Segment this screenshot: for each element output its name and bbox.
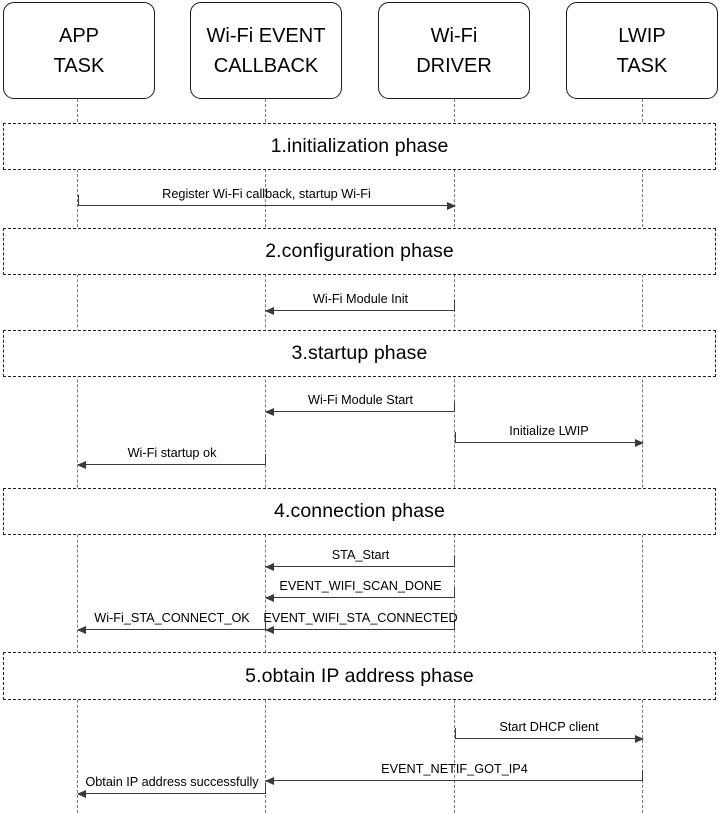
- arrowhead-right-icon: [635, 734, 644, 743]
- arrowhead-left-icon: [77, 460, 86, 469]
- message-source-tick: [641, 770, 643, 781]
- participant-name-line1-driver: Wi-Fi: [430, 24, 478, 47]
- participant-name-line1-app: APP: [58, 24, 100, 47]
- message-arrow-m8: [265, 619, 455, 634]
- message-label-m9: Wi-Fi_STA_CONNECT_OK: [94, 611, 250, 625]
- arrowhead-left-icon: [77, 625, 86, 634]
- message-label-m4: Initialize LWIP: [509, 424, 589, 438]
- message-source-tick: [453, 556, 455, 567]
- participant-name-line2-lwip: TASK: [616, 54, 668, 77]
- message-arrow-m6: [265, 556, 455, 571]
- phase-band-5: 5.obtain IP address phase: [3, 652, 716, 700]
- message-source-tick: [264, 619, 266, 630]
- message-source-tick: [453, 619, 455, 630]
- arrowhead-left-icon: [77, 789, 86, 798]
- arrowhead-left-icon: [265, 776, 274, 785]
- phase-label-3: 3.startup phase: [291, 342, 428, 364]
- message-label-m2: Wi-Fi Module Init: [312, 292, 409, 306]
- message-source-tick: [453, 300, 455, 311]
- message-arrow-m1: [78, 195, 456, 210]
- participant-box-app[interactable]: APP TASK: [3, 2, 155, 99]
- phase-band-4: 4.connection phase: [3, 488, 716, 535]
- lifeline-app: [77, 99, 79, 813]
- participant-name-line1-lwip: LWIP: [618, 24, 666, 47]
- participant-name-line1-callback: Wi-Fi EVENT: [206, 24, 326, 47]
- arrowhead-left-icon: [265, 625, 274, 634]
- message-label-m5: Wi-Fi startup ok: [127, 446, 217, 460]
- arrowhead-right-icon: [447, 201, 456, 210]
- message-label-m11: EVENT_NETIF_GOT_IP4: [381, 762, 528, 776]
- message-source-tick: [455, 728, 456, 739]
- message-label-m1: Register Wi-Fi callback, startup Wi-Fi: [162, 187, 371, 201]
- message-source-tick: [264, 454, 266, 465]
- participant-name-line2-app: TASK: [53, 54, 105, 77]
- participant-box-callback[interactable]: Wi-Fi EVENT CALLBACK: [190, 2, 342, 99]
- participant-box-lwip[interactable]: LWIP TASK: [566, 2, 718, 99]
- message-source-tick: [264, 783, 266, 794]
- message-source-tick: [455, 432, 456, 443]
- message-arrow-m10: [455, 728, 644, 743]
- message-arrow-m11: [265, 770, 643, 785]
- message-arrow-m2: [265, 300, 455, 315]
- phase-label-4: 4.connection phase: [274, 500, 445, 522]
- message-source-tick: [78, 195, 79, 206]
- arrowhead-left-icon: [265, 407, 274, 416]
- arrowhead-left-icon: [265, 593, 274, 602]
- message-arrow-m4: [455, 432, 644, 447]
- participant-name-line2-driver: DRIVER: [416, 54, 492, 77]
- phase-label-2: 2.configuration phase: [265, 240, 454, 262]
- lifeline-driver: [454, 99, 456, 813]
- message-label-m8: EVENT_WIFI_STA_CONNECTED: [263, 611, 458, 625]
- message-arrow-m12: [77, 783, 266, 798]
- message-arrow-m9: [77, 619, 266, 634]
- message-label-m6: STA_Start: [331, 548, 390, 562]
- message-arrow-m7: [265, 587, 455, 602]
- phase-label-1: 1.initialization phase: [270, 135, 449, 157]
- message-arrow-m3: [265, 401, 455, 416]
- participant-name-line2-callback: CALLBACK: [213, 54, 319, 77]
- arrowhead-right-icon: [635, 438, 644, 447]
- message-label-m10: Start DHCP client: [499, 720, 599, 734]
- arrowhead-left-icon: [265, 306, 274, 315]
- arrowhead-left-icon: [265, 562, 274, 571]
- message-source-tick: [453, 401, 455, 412]
- message-label-m7: EVENT_WIFI_SCAN_DONE: [279, 579, 442, 593]
- message-label-m3: Wi-Fi Module Start: [307, 393, 414, 407]
- message-arrow-m5: [77, 454, 266, 469]
- phase-band-3: 3.startup phase: [3, 330, 716, 377]
- phase-band-2: 2.configuration phase: [3, 228, 716, 275]
- message-label-m12: Obtain IP address successfully: [85, 775, 259, 789]
- phase-label-5: 5.obtain IP address phase: [245, 664, 474, 687]
- lifeline-callback: [265, 99, 267, 813]
- phase-band-1: 1.initialization phase: [3, 123, 716, 170]
- message-source-tick: [453, 587, 455, 598]
- lifeline-lwip: [642, 99, 644, 813]
